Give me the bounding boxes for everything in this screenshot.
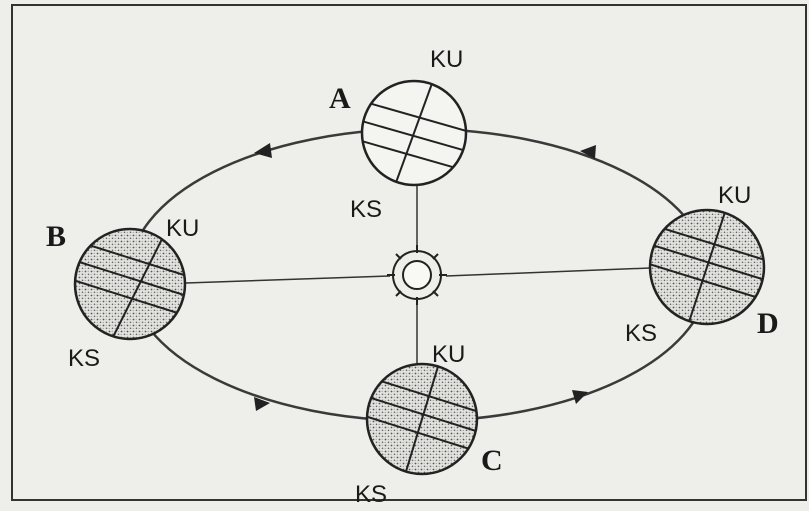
south-pole-label-d: KS xyxy=(625,320,657,347)
sun-icon xyxy=(387,245,447,305)
position-label-d: D xyxy=(757,307,779,340)
north-pole-label-a: KU xyxy=(430,46,463,73)
line-sun-to-b xyxy=(185,275,391,284)
position-label-a: A xyxy=(329,82,351,115)
orbit-arrow-bottom-left xyxy=(254,397,270,411)
south-pole-label-c: KS xyxy=(355,481,387,508)
north-pole-label-d: KU xyxy=(718,182,751,209)
frame xyxy=(11,4,807,501)
south-pole-label-b: KS xyxy=(68,345,100,372)
position-label-c: C xyxy=(481,444,503,477)
line-sun-to-d xyxy=(445,267,651,277)
south-pole-label-a: KS xyxy=(350,196,382,223)
north-pole-label-c: KU xyxy=(432,341,465,368)
position-label-b: B xyxy=(46,220,66,253)
earth-position-c xyxy=(365,362,479,476)
orbit-arrow-top-left xyxy=(254,143,272,158)
orbit-arrow-top-right xyxy=(580,145,596,159)
north-pole-label-b: KU xyxy=(166,215,199,242)
orbit-arrow-bottom-right xyxy=(572,390,588,404)
